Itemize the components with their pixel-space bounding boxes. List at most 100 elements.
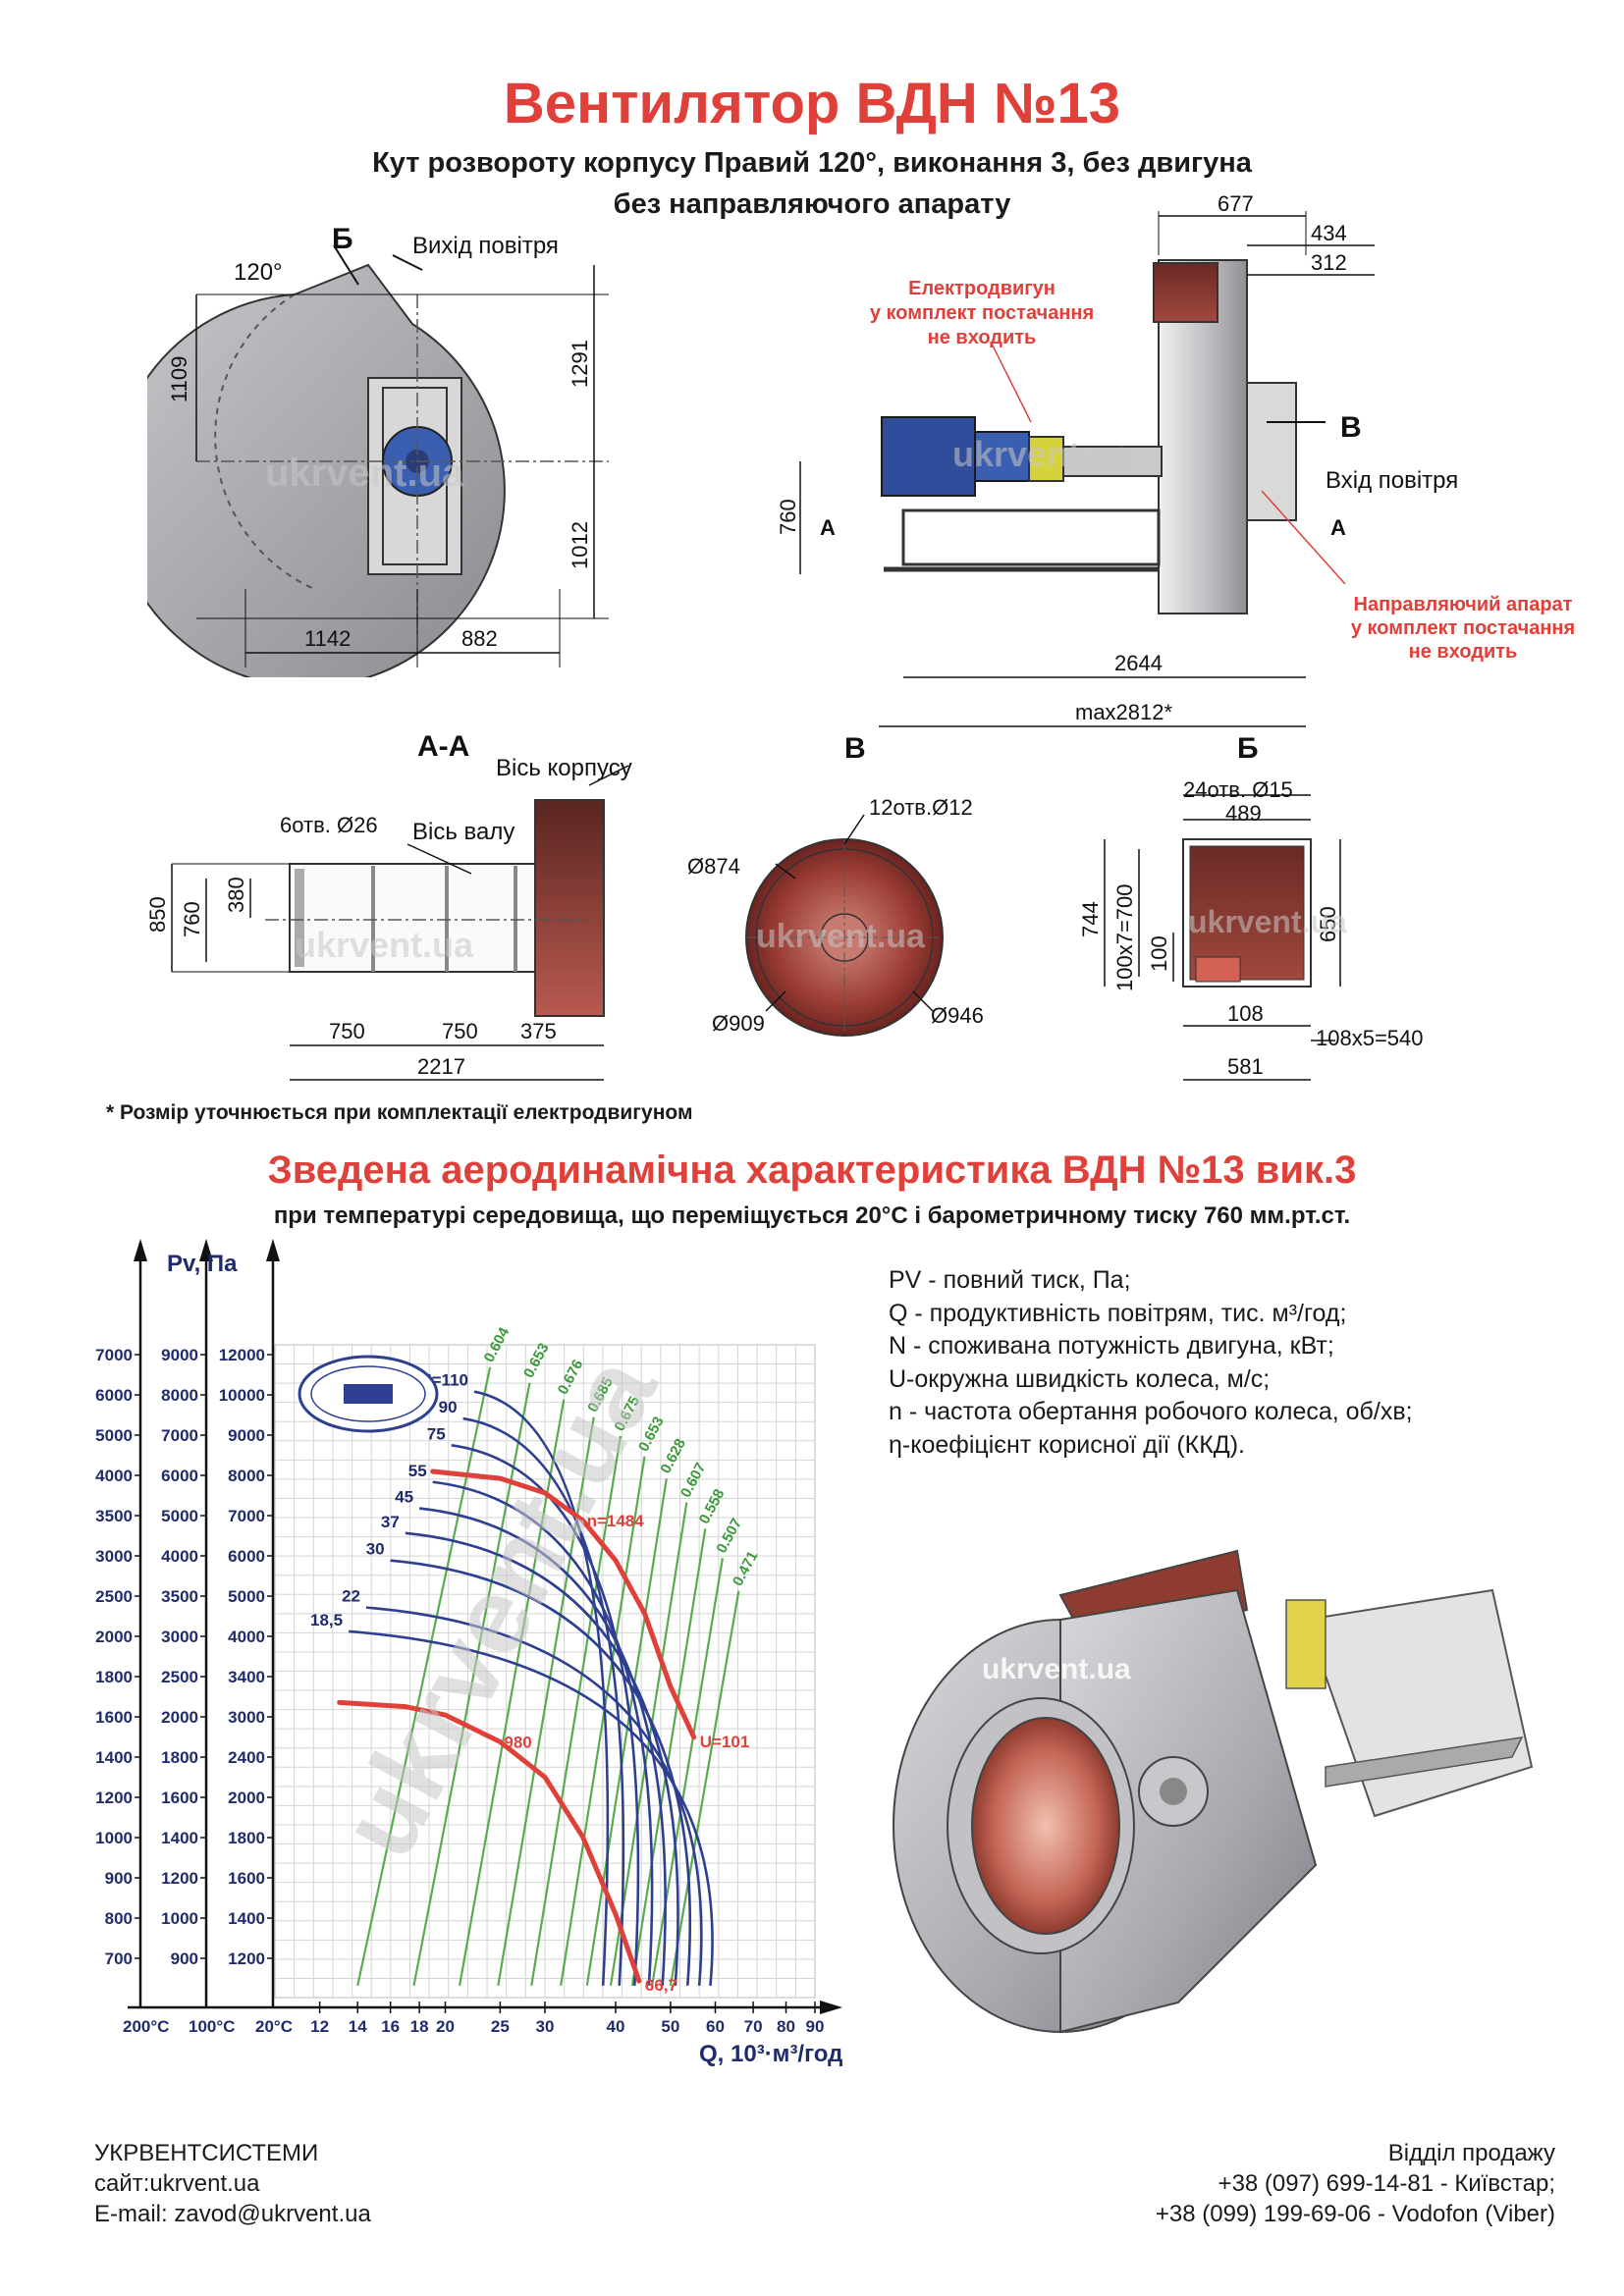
email-link[interactable]: E-mail: zavod@ukrvent.ua — [94, 2201, 371, 2227]
efficiency-line — [560, 1456, 646, 1987]
footnote: * Розмір уточнюється при комплектації ел… — [106, 1101, 693, 1124]
y-tick-label: 900 — [105, 1869, 133, 1888]
x-tick-label: 14 — [349, 2017, 367, 2036]
y-tick-label: 2500 — [95, 1587, 133, 1606]
d874-label: Ø874 — [687, 854, 740, 879]
power-curve — [390, 1559, 692, 1986]
rpm-curve — [430, 1468, 697, 1740]
air-in-label: Вхід повітря — [1326, 467, 1458, 494]
view-v-label: В — [844, 732, 866, 765]
y-tick-label: 3400 — [228, 1668, 265, 1686]
y-tick-label: 5000 — [161, 1507, 198, 1525]
x-axis-label: Q, 10³·м³/год — [699, 2041, 842, 2067]
legend-item: η-коефіцієнт корисної дії (ККД). — [889, 1430, 1245, 1459]
view-b-drawing: Б 24отв. Ø15 489 744 100x7=700 100 650 1… — [1080, 732, 1424, 1081]
x-tick-label: 25 — [491, 2017, 510, 2036]
legend-item: n - частота обертання робочого колеса, о… — [889, 1398, 1413, 1425]
y-tick-label: 800 — [105, 1909, 133, 1928]
aero-chart: 7000 6000 5000 4000 3500 3000 2500 2000 1800 1600… — [95, 1239, 842, 2067]
y-tick-label: 4000 — [228, 1628, 265, 1646]
section-letter-a-right: А — [1330, 515, 1346, 540]
holes-label: 24отв. Ø15 — [1183, 777, 1293, 802]
dim-max2812: max2812* — [1075, 700, 1173, 724]
y-tick-label: 1800 — [95, 1668, 133, 1686]
dim-744: 744 — [1080, 901, 1103, 937]
x-tick-label: 90 — [806, 2017, 825, 2036]
dim-750-2: 750 — [442, 1019, 478, 1043]
power-curve — [473, 1390, 610, 1986]
dim-375: 375 — [520, 1019, 557, 1043]
dim-108: 108 — [1227, 1001, 1264, 1026]
y-tick-label: 6000 — [228, 1547, 265, 1566]
x-tick-label: 12 — [310, 2017, 329, 2036]
section-aa-label: А-А — [417, 731, 469, 763]
y-tick-label: 1600 — [161, 1789, 198, 1807]
view-v-drawing: В 12отв.Ø12 Ø874 Ø909 Ø946 ukrvent.ua — [687, 732, 984, 1037]
dim-100: 100 — [1147, 935, 1171, 972]
efficiency-line — [497, 1416, 595, 1987]
phone-kyivstar[interactable]: +38 (097) 699-14-81 - Київстар; — [1218, 2170, 1555, 2197]
power-curve — [365, 1606, 703, 1986]
legend-item: Q - продуктивність повітрям, тис. м³/год… — [889, 1299, 1347, 1327]
section-aa-drawing: А-А Вісь корпусу Вісь валу 6отв. Ø26 850… — [145, 731, 632, 1081]
dim-750-1: 750 — [329, 1019, 365, 1043]
dim-380: 380 — [224, 877, 248, 913]
site-link[interactable]: сайт:ukrvent.ua — [94, 2170, 260, 2197]
chart-axes: 7000 6000 5000 4000 3500 3000 2500 2000 1800 1600… — [95, 1239, 842, 2036]
motor-note-3: не входить — [928, 327, 1037, 348]
y-tick-label: 2500 — [161, 1668, 198, 1686]
manufacturer-stamp — [298, 1355, 439, 1433]
power-curve-label: 90 — [439, 1398, 458, 1416]
section-letter-a-left: А — [820, 515, 836, 540]
y-tick-label: 3500 — [161, 1587, 198, 1606]
x-temp-label: 200°С — [123, 2017, 169, 2036]
y-tick-label: 7000 — [95, 1346, 133, 1364]
watermark: ukrvent.ua — [265, 452, 464, 495]
x-tick-label: 20 — [436, 2017, 455, 2036]
y-axis-label: Pv, Па — [167, 1251, 238, 1277]
x-tick-label: 60 — [706, 2017, 725, 2036]
footer-left: УКРВЕНТСИСТЕМИ сайт:ukrvent.ua E-mail: z… — [94, 2138, 371, 2229]
y-tick-label: 3000 — [228, 1708, 265, 1727]
dim-1142: 1142 — [304, 626, 351, 651]
company-name: УКРВЕНТСИСТЕМИ — [94, 2140, 319, 2166]
dim-2644: 2644 — [1114, 651, 1163, 675]
side-view-drawing: 1109 1291 1012 1142 882 Б Вихід повітря … — [147, 223, 609, 677]
watermark: ukrvent.ua — [952, 434, 1132, 474]
page-subtitle-2: без направляючого апарату — [613, 188, 1011, 220]
power-curve — [405, 1531, 679, 1986]
y-tick-label: 2000 — [95, 1628, 133, 1646]
x-tick-label: 50 — [661, 2017, 679, 2036]
watermark: ukrvent.ua — [295, 925, 474, 965]
phone-vodafone[interactable]: +38 (099) 199-69-06 - Vodofon (Viber) — [1155, 2201, 1555, 2227]
axis-body-label: Вісь корпусу — [496, 755, 632, 781]
dim-434: 434 — [1311, 221, 1347, 245]
rpm-curve — [337, 1699, 642, 1984]
power-curve-label: 75 — [427, 1424, 446, 1443]
y-tick-label: 9000 — [161, 1346, 198, 1364]
y-tick-label: 1000 — [95, 1829, 133, 1847]
efficiency-line — [651, 1558, 724, 1987]
power-curve — [418, 1507, 667, 1986]
y-tick-label: 1200 — [228, 1949, 265, 1968]
y-tick-label: 1400 — [95, 1748, 133, 1767]
guide-note-1: Направляючий апарат — [1354, 594, 1573, 615]
rpm-end-label: 66,7 — [645, 1976, 677, 1995]
y-tick-label: 8000 — [161, 1386, 198, 1405]
guide-note-3: не входить — [1409, 641, 1518, 663]
x-tick-label: 80 — [777, 2017, 795, 2036]
stamp-inner — [310, 1365, 426, 1422]
power-curve-label: 45 — [395, 1488, 413, 1507]
rpm-end-label: U=101 — [700, 1733, 750, 1751]
y-tick-label: 12000 — [219, 1346, 265, 1364]
x-temp-label: 20°С — [255, 2017, 293, 2036]
guide-note-2: у комплект постачання — [1351, 617, 1575, 639]
x-tick-label: 40 — [607, 2017, 625, 2036]
dim-760: 760 — [180, 901, 204, 937]
power-curve-label: 30 — [366, 1540, 385, 1559]
axis-shaft-label: Вісь валу — [412, 819, 514, 845]
y-tick-label: 10000 — [219, 1386, 265, 1405]
power-curve — [432, 1480, 654, 1986]
y-tick-label: 1600 — [95, 1708, 133, 1727]
dim-489: 489 — [1225, 801, 1262, 826]
